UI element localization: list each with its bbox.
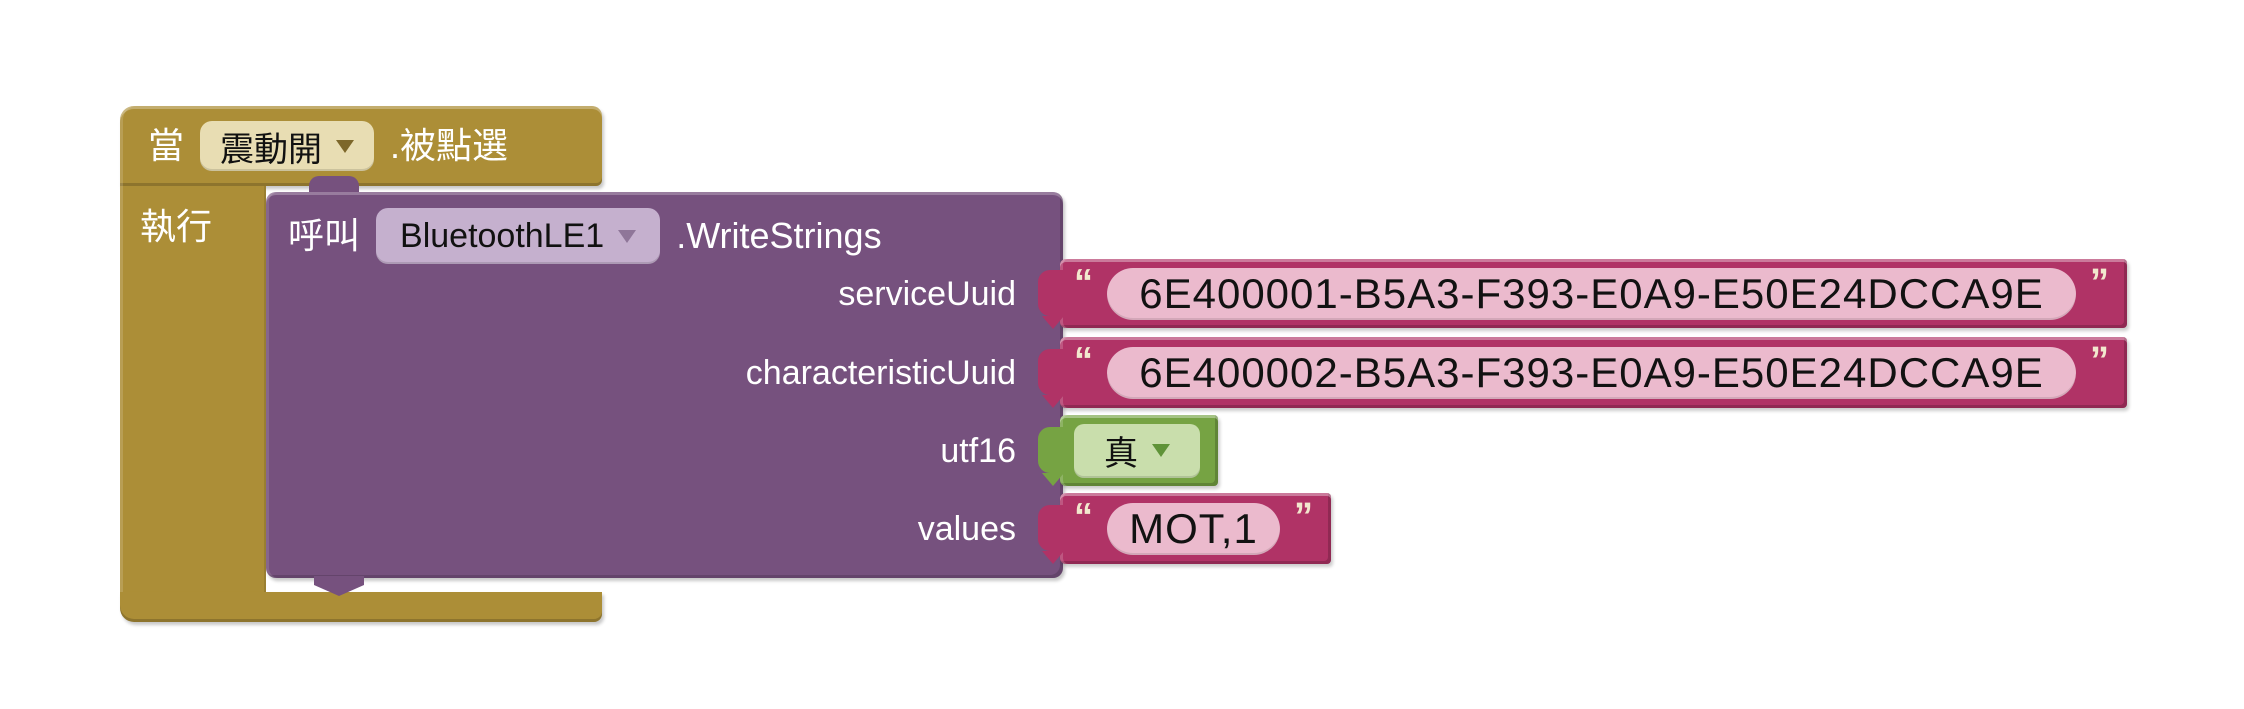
event-block-header[interactable]: 當 震動開 .被點選 bbox=[120, 106, 602, 186]
statement-top-plug bbox=[309, 176, 359, 196]
chevron-down-icon bbox=[1152, 444, 1170, 457]
logic-block-utf16[interactable]: 真 bbox=[1038, 415, 1218, 486]
do-label: 執行 bbox=[140, 206, 213, 247]
when-label: 當 bbox=[148, 125, 185, 166]
text-block-serviceUuid[interactable]: “ 6E400001-B5A3-F393-E0A9-E50E24DCCA9E ” bbox=[1038, 259, 2127, 329]
close-quote: ” bbox=[2090, 340, 2109, 382]
text-field-characteristicUuid[interactable]: 6E400002-B5A3-F393-E0A9-E50E24DCCA9E bbox=[1107, 346, 2076, 399]
value-plug-icon bbox=[1038, 505, 1064, 564]
chevron-down-icon bbox=[618, 229, 637, 243]
event-name-label: .被點選 bbox=[390, 125, 509, 166]
chevron-down-icon bbox=[336, 139, 355, 153]
value-plug-icon bbox=[1038, 349, 1064, 408]
event-component-name: 震動開 bbox=[220, 130, 323, 169]
method-name-label: .WriteStrings bbox=[676, 215, 882, 256]
text-field-values[interactable]: MOT,1 bbox=[1107, 502, 1280, 555]
logic-value-dropdown[interactable]: 真 bbox=[1074, 423, 1200, 478]
open-quote: “ bbox=[1074, 496, 1093, 538]
value-plug-icon bbox=[1038, 427, 1064, 486]
open-quote: “ bbox=[1074, 340, 1093, 382]
event-component-dropdown[interactable]: 震動開 bbox=[200, 121, 375, 171]
text-block-characteristicUuid[interactable]: “ 6E400002-B5A3-F393-E0A9-E50E24DCCA9E ” bbox=[1038, 337, 2127, 408]
param-label-utf16: utf16 bbox=[940, 432, 1016, 470]
call-block-header: 呼叫 BluetoothLE1 .WriteStrings bbox=[288, 206, 882, 266]
call-component-name: BluetoothLE1 bbox=[400, 216, 605, 255]
open-quote: “ bbox=[1074, 262, 1093, 304]
logic-value: 真 bbox=[1104, 435, 1138, 473]
close-quote: ” bbox=[1294, 496, 1313, 538]
param-label-characteristicUuid: characteristicUuid bbox=[745, 354, 1016, 392]
close-quote: ” bbox=[2090, 262, 2109, 304]
param-label-values: values bbox=[917, 510, 1016, 548]
param-label-serviceUuid: serviceUuid bbox=[838, 275, 1016, 313]
event-block-bottom-bar[interactable] bbox=[120, 592, 602, 622]
text-block-values[interactable]: “ MOT,1 ” bbox=[1038, 493, 1331, 564]
value-plug-icon bbox=[1038, 270, 1064, 329]
call-component-dropdown[interactable]: BluetoothLE1 bbox=[376, 208, 661, 264]
call-label: 呼叫 bbox=[288, 215, 361, 256]
event-block-do-column[interactable]: 執行 bbox=[120, 186, 266, 592]
text-field-serviceUuid[interactable]: 6E400001-B5A3-F393-E0A9-E50E24DCCA9E bbox=[1107, 267, 2076, 320]
